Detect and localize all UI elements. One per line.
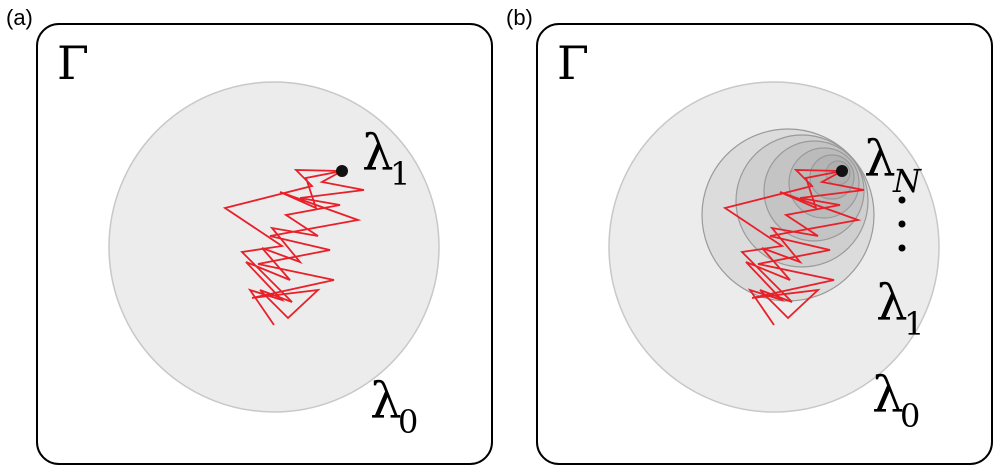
panel-b-endpoint: [836, 165, 848, 177]
panel-a-random-walk: [222, 169, 365, 326]
panel-a-endpoint: [336, 165, 348, 177]
panel-a-gamma-symbol: Γ: [57, 36, 89, 90]
panel-b-label-lambda1: λ 1: [876, 274, 924, 343]
panel-b-domain-frame: [536, 23, 993, 465]
panel-a-lambda0-sub: 0: [398, 403, 418, 441]
panel-b-lambda1-base: λ: [876, 274, 908, 332]
panel-b-label: (b): [506, 5, 533, 30]
panel-b-lambda0-sub: 0: [900, 397, 920, 435]
panel-b-lambdaN-sub: N: [892, 162, 922, 200]
panel-a-label-lambda0: λ 0: [370, 372, 418, 441]
panel-a: (a) Γ λ 1 λ 0: [6, 5, 493, 465]
ellipsis-dot-1: [898, 196, 906, 204]
ellipsis-dot-2: [898, 220, 906, 228]
panel-b-lambda0-base: λ: [872, 366, 904, 424]
panel-b-lambdaN-base: λ: [864, 130, 896, 188]
panel-b: (b) Γ λ N λ 1 λ 0: [506, 5, 993, 465]
panel-b-label-lambdaN: λ N: [864, 130, 922, 200]
panel-a-lambda1-base: λ: [362, 124, 394, 182]
panel-b-gamma-symbol: Γ: [557, 36, 589, 90]
panel-b-random-walk: [722, 169, 865, 326]
panel-a-label: (a): [6, 5, 33, 30]
panel-a-lambda1-sub: 1: [390, 155, 410, 193]
ellipsis-dot-3: [898, 244, 906, 252]
panel-b-lambda1-sub: 1: [904, 305, 924, 343]
panel-b-label-lambda0: λ 0: [872, 366, 920, 435]
panel-a-domain-frame: [36, 23, 493, 465]
panel-a-label-lambda1: λ 1: [362, 124, 410, 193]
panel-a-lambda0-base: λ: [370, 372, 402, 430]
panel-b-vertical-ellipsis: [898, 196, 906, 252]
